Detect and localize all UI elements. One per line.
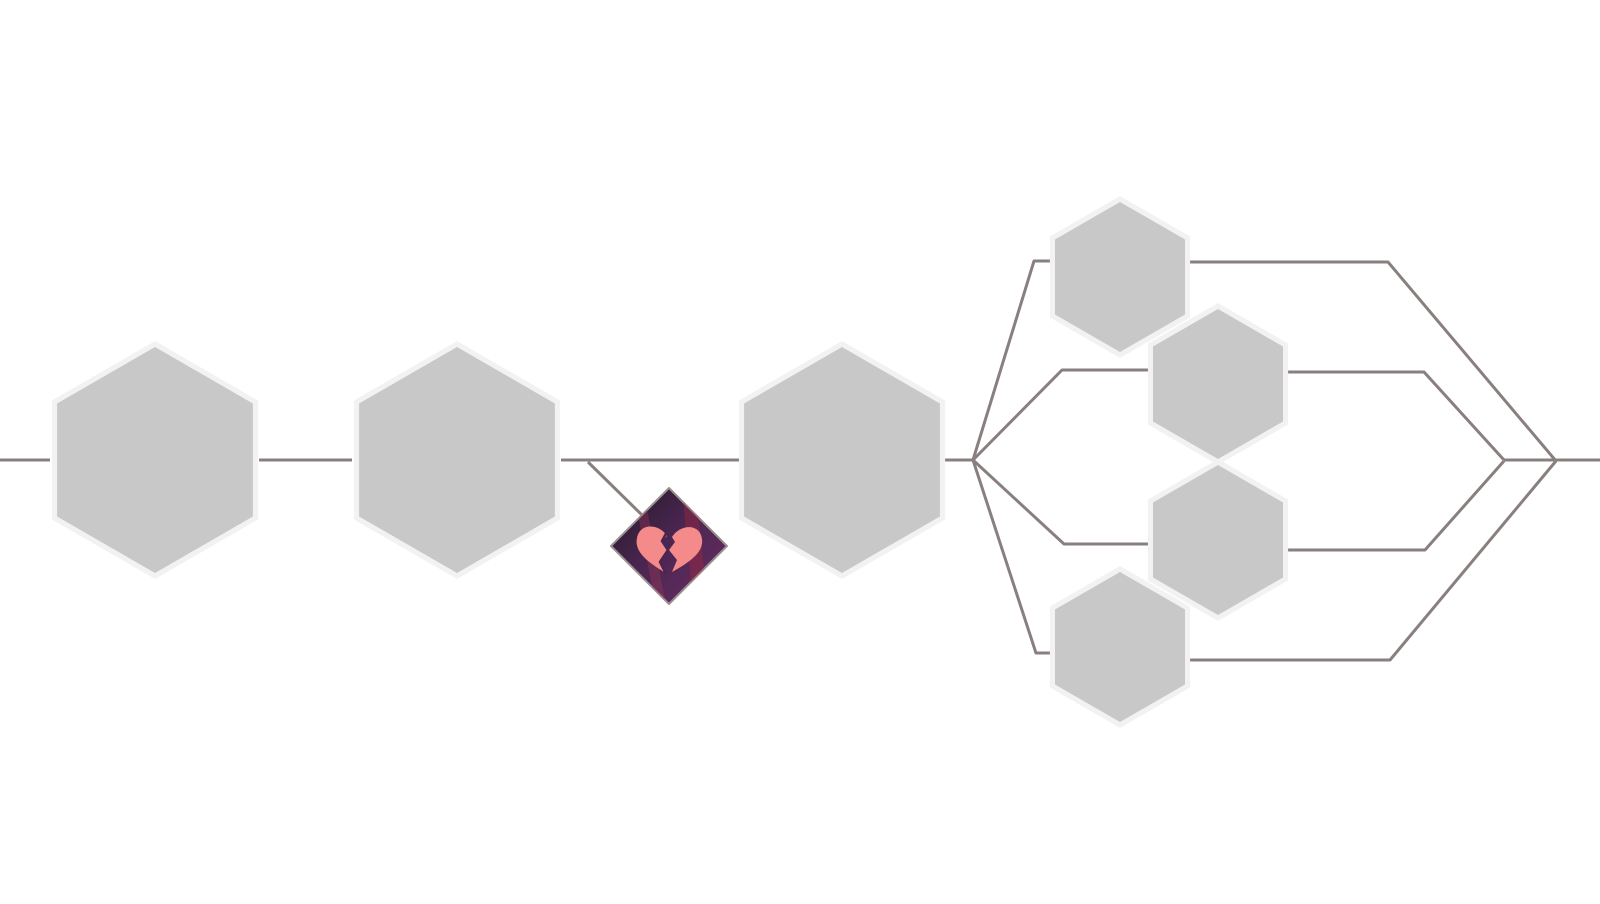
hex-node-body: [1153, 309, 1283, 459]
hex-node-node-2[interactable]: [353, 341, 561, 579]
merge-line-top: [1176, 260, 1558, 462]
merge-line-lower-mid: [1275, 460, 1506, 552]
hex-node-branch-top[interactable]: [1049, 196, 1191, 358]
broken-heart-node[interactable]: [610, 487, 728, 605]
branch-line-top: [971, 259, 1056, 461]
hex-node-body: [1153, 465, 1283, 615]
hex-node-body: [744, 347, 940, 573]
broken-heart-icon: [636, 526, 703, 575]
connector-to-special: [586, 460, 647, 520]
connector-lines: [0, 259, 1600, 662]
hex-node-node-1[interactable]: [51, 341, 259, 579]
merge-line-upper-mid: [1275, 370, 1506, 462]
hex-node-body: [359, 347, 555, 573]
hex-node-branch-lower-mid[interactable]: [1147, 459, 1289, 621]
hex-node-node-3[interactable]: [738, 341, 946, 579]
branch-line-lower-mid: [971, 458, 1154, 546]
hex-node-body: [57, 347, 253, 573]
hex-node-body: [1055, 572, 1185, 722]
merge-line-bottom: [1176, 460, 1558, 662]
branch-line-bottom: [971, 459, 1056, 655]
hex-node-branch-bottom[interactable]: [1049, 566, 1191, 728]
hex-node-branch-upper-mid[interactable]: [1147, 303, 1289, 465]
hex-node-body: [1055, 202, 1185, 352]
branch-line-upper-mid: [971, 368, 1154, 462]
hex-nodes: [51, 196, 1289, 728]
